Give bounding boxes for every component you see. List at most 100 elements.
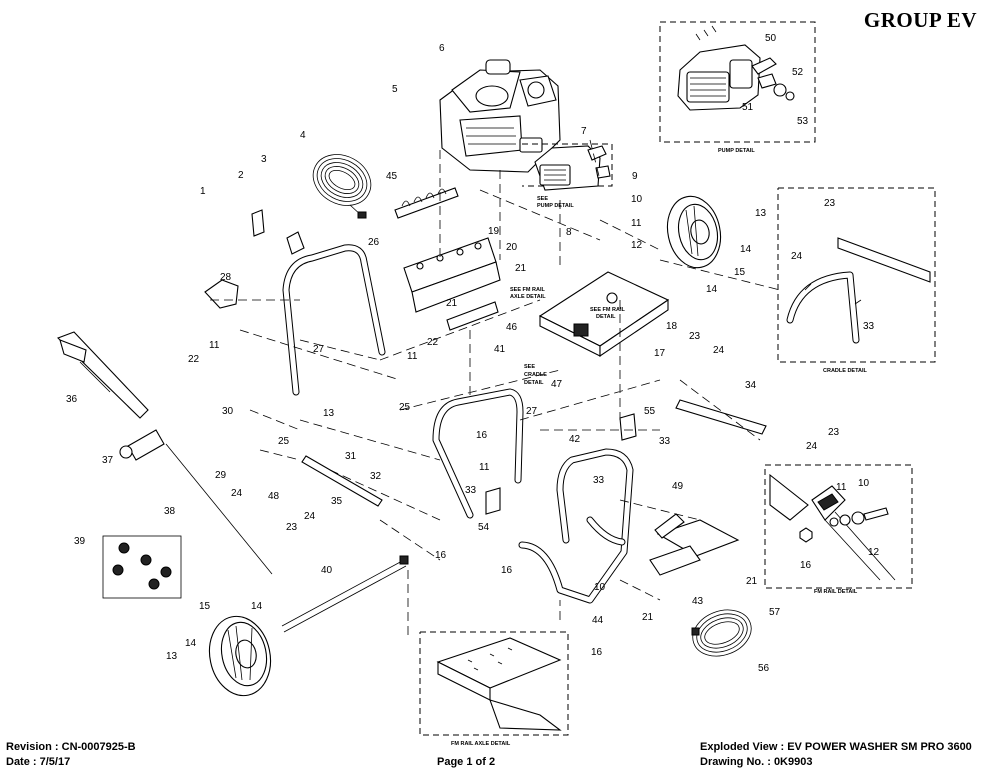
callout-24e: 24	[304, 511, 316, 522]
callout-29: 29	[215, 470, 227, 481]
callout-14a: 14	[740, 244, 752, 255]
spray-gun-part	[56, 331, 149, 419]
axle-part	[281, 555, 409, 633]
callout-27b: 27	[526, 406, 538, 417]
callout-17: 17	[654, 348, 666, 359]
callout-7: 7	[581, 126, 587, 137]
callout-27a: 27	[313, 344, 325, 355]
callout-31: 31	[345, 451, 357, 462]
callout-4: 4	[300, 130, 306, 141]
callout-14d: 14	[185, 638, 197, 649]
callout-22b: 22	[188, 354, 200, 365]
callout-26: 26	[368, 237, 380, 248]
callout-12a: 12	[631, 240, 643, 251]
see-pump-note: SEE PUMP DETAIL	[537, 196, 574, 209]
callout-15a: 15	[734, 267, 746, 278]
hose-56-part	[691, 609, 752, 657]
pump-detail-box: PUMP DETAIL	[659, 21, 816, 154]
callout-23d: 23	[286, 522, 298, 533]
nozzle-set-part	[102, 535, 182, 599]
hose-part	[312, 154, 372, 219]
callout-47: 47	[551, 379, 563, 390]
callout-16b: 16	[435, 550, 447, 561]
callout-48: 48	[268, 491, 280, 502]
callout-45: 45	[386, 171, 398, 182]
callout-23c: 23	[828, 427, 840, 438]
see-fm-rail-note: SEE FM RAIL DETAIL	[590, 307, 625, 320]
callout-13a: 13	[755, 208, 767, 219]
callout-6: 6	[439, 43, 445, 54]
callout-10c: 10	[858, 478, 870, 489]
callout-2: 2	[238, 170, 244, 181]
callout-28: 28	[220, 272, 232, 283]
svg-text:SEE FM RAIL: SEE FM RAIL	[510, 287, 545, 293]
callout-42: 42	[569, 434, 581, 445]
callout-24a: 24	[791, 251, 803, 262]
see-cradle-note: SEE CRADLE DETAIL	[524, 364, 547, 386]
callout-40: 40	[321, 565, 333, 576]
callout-19: 19	[488, 226, 500, 237]
bracket-54-part	[485, 487, 501, 515]
callout-39: 39	[74, 536, 86, 547]
callout-33a: 33	[863, 321, 875, 332]
bracket-2-part	[251, 209, 265, 237]
bracket-3-part	[286, 231, 305, 255]
callout-32: 32	[370, 471, 382, 482]
svg-text:DETAIL: DETAIL	[596, 314, 616, 320]
svg-text:AXLE DETAIL: AXLE DETAIL	[510, 294, 546, 300]
bracket-part	[403, 237, 501, 313]
callout-22a: 22	[427, 337, 439, 348]
callout-12b: 12	[868, 547, 880, 558]
svg-text:SEE FM RAIL: SEE FM RAIL	[590, 307, 625, 313]
callout-16a: 16	[476, 430, 488, 441]
callout-24c: 24	[806, 441, 818, 452]
callout-37: 37	[102, 455, 114, 466]
assembly-lines	[210, 139, 781, 640]
callout-3: 3	[261, 154, 267, 165]
callout-35: 35	[331, 496, 343, 507]
callout-numbers: 1 2 3 4 5 6 7 8 9 10 10 10 11 11 11 11 1…	[66, 33, 880, 674]
callout-44: 44	[592, 615, 604, 626]
callout-52: 52	[792, 67, 804, 78]
cradle-detail-box: CRADLE DETAIL	[777, 187, 936, 374]
wheel-left-part	[208, 615, 272, 697]
callout-20: 20	[506, 242, 518, 253]
callout-30: 30	[222, 406, 234, 417]
callout-54: 54	[478, 522, 490, 533]
callout-23b: 23	[689, 331, 701, 342]
callout-25a: 25	[399, 402, 411, 413]
label-part	[446, 301, 499, 331]
see-fm-rail-axle-note: SEE FM RAIL AXLE DETAIL	[510, 287, 546, 300]
engine-part	[439, 59, 561, 173]
handle-part	[282, 244, 386, 396]
callout-46: 46	[506, 322, 518, 333]
callout-55: 55	[644, 406, 656, 417]
callout-33c: 33	[465, 485, 477, 496]
frame-part	[432, 388, 634, 604]
svg-text:PUMP DETAIL: PUMP DETAIL	[537, 203, 574, 209]
adapter-part	[119, 429, 165, 461]
callout-21d: 21	[642, 612, 654, 623]
callout-49: 49	[672, 481, 684, 492]
wand-part	[165, 443, 273, 575]
callout-14b: 14	[706, 284, 718, 295]
callout-11b: 11	[209, 340, 220, 351]
wheel-right-part	[666, 195, 722, 269]
page-label: Page 1 of 2	[437, 756, 496, 768]
cradle-detail-caption: CRADLE DETAIL	[823, 368, 868, 374]
callout-24d: 24	[231, 488, 243, 499]
svg-text:DETAIL: DETAIL	[524, 380, 544, 386]
callout-53: 53	[797, 116, 809, 127]
svg-text:SEE: SEE	[537, 196, 548, 202]
callout-8: 8	[566, 227, 572, 238]
callout-57: 57	[769, 607, 781, 618]
callout-16c: 16	[501, 565, 513, 576]
callout-33d: 33	[593, 475, 605, 486]
callout-9: 9	[632, 171, 638, 182]
callout-5: 5	[392, 84, 398, 95]
callout-51: 51	[742, 102, 754, 113]
callout-15b: 15	[199, 601, 211, 612]
pump-detail-caption: PUMP DETAIL	[718, 148, 755, 154]
callout-16d: 16	[591, 647, 603, 658]
